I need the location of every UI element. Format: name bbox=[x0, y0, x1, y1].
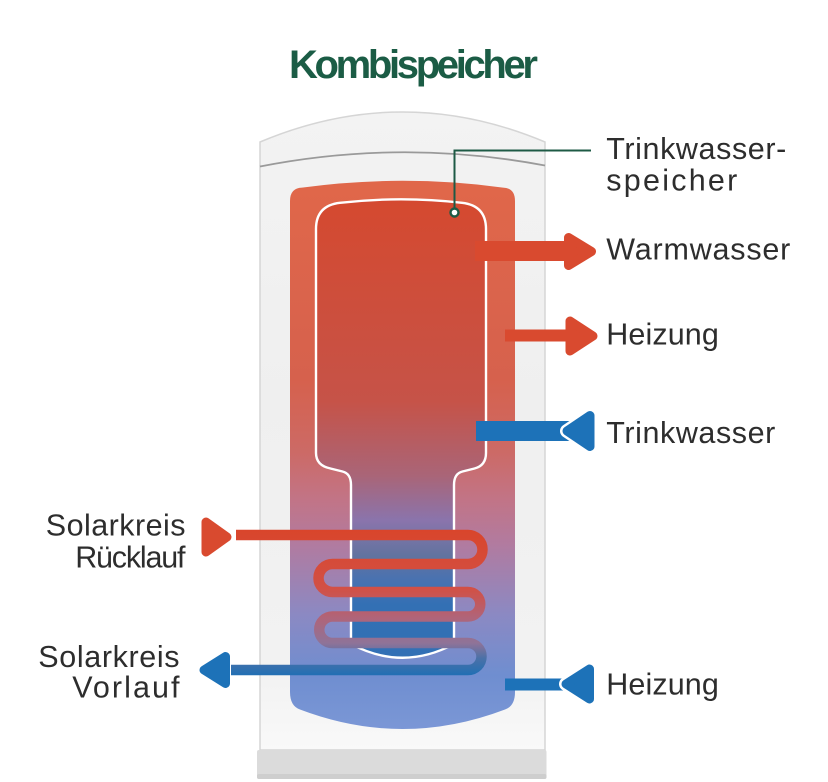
svg-text:Trinkwasser-: Trinkwasser- bbox=[606, 132, 786, 166]
svg-text:Trinkwasser: Trinkwasser bbox=[606, 416, 775, 450]
svg-text:speicher: speicher bbox=[606, 164, 737, 198]
svg-text:Solarkreis: Solarkreis bbox=[38, 640, 179, 674]
svg-text:Solarkreis: Solarkreis bbox=[46, 509, 186, 543]
svg-text:Heizung: Heizung bbox=[606, 668, 719, 702]
svg-text:Warmwasser: Warmwasser bbox=[606, 233, 790, 267]
svg-text:Kombispeicher: Kombispeicher bbox=[289, 43, 538, 87]
svg-text:Heizung: Heizung bbox=[606, 318, 719, 352]
svg-text:Rücklauf: Rücklauf bbox=[75, 541, 186, 575]
svg-text:Vorlauf: Vorlauf bbox=[72, 671, 180, 705]
